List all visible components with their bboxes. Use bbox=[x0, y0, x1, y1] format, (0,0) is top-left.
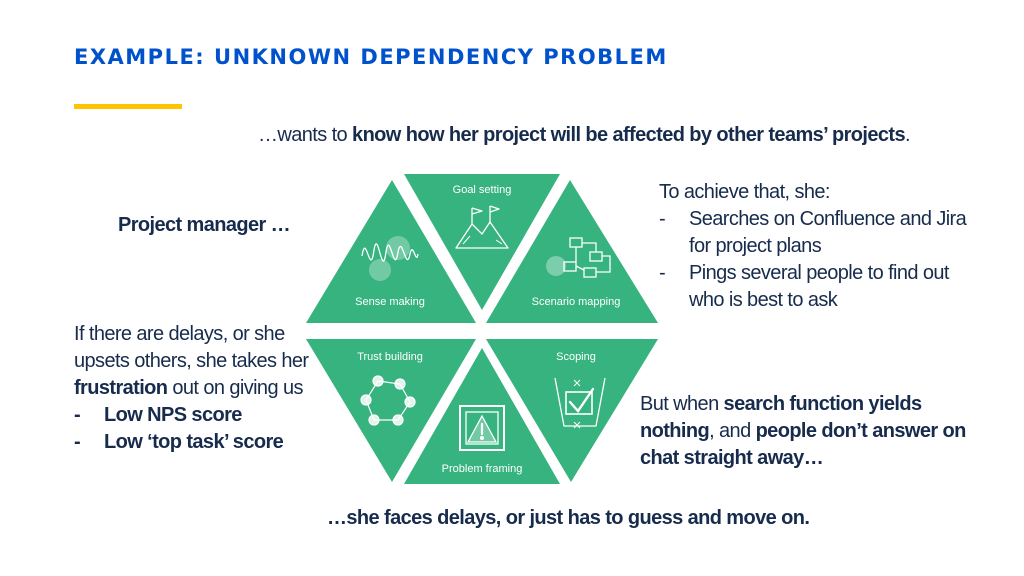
segment-label: Problem framing bbox=[442, 463, 523, 475]
segment-label: Goal setting bbox=[453, 184, 512, 196]
achieve-item: Searches on Confluence and Jira for proj… bbox=[659, 206, 979, 260]
delays-line2: out on giving us bbox=[167, 377, 303, 399]
connected-circles-icon bbox=[360, 375, 416, 426]
delays-item: Low ‘top task’ score bbox=[74, 429, 314, 456]
segment-label: Scenario mapping bbox=[532, 296, 621, 308]
segment-scoping bbox=[486, 339, 658, 482]
delays-list: Low NPS score Low ‘top task’ score bbox=[74, 402, 314, 456]
top-statement: …wants to know how her project will be a… bbox=[258, 122, 911, 149]
bottom-statement: …she faces delays, or just has to guess … bbox=[327, 507, 810, 529]
segment-label: Scoping bbox=[556, 351, 596, 363]
top-statement-pre: …wants to bbox=[258, 124, 353, 146]
squiggle-icon bbox=[361, 236, 419, 281]
segment-goal-setting bbox=[404, 174, 560, 310]
but-when-pre: But when bbox=[640, 393, 724, 415]
delays-item: Low NPS score bbox=[74, 402, 314, 429]
title-accent-bar bbox=[74, 104, 182, 109]
mountain-flags-icon bbox=[455, 205, 509, 249]
but-when-mid: , and bbox=[709, 420, 756, 442]
checkbox-tick-icon bbox=[554, 377, 606, 429]
flowchart-icon bbox=[546, 237, 611, 278]
process-hexagon: Goal setting Scenario mapping Scoping Pr… bbox=[306, 174, 658, 484]
but-when-bold1: search function yields nothing bbox=[640, 393, 922, 442]
delays-block: If there are delays, or she upsets other… bbox=[74, 321, 314, 456]
achieve-item: Pings several people to find out who is … bbox=[659, 260, 979, 314]
delays-line1: If there are delays, or she upsets other… bbox=[74, 323, 309, 372]
top-statement-post: . bbox=[904, 124, 911, 146]
achieve-list: Searches on Confluence and Jira for proj… bbox=[659, 206, 979, 314]
top-statement-bold: know how her project will be affected by… bbox=[352, 124, 906, 146]
project-manager-label: Project manager … bbox=[118, 214, 291, 236]
but-when-bold2: people don’t answer on chat straight awa… bbox=[640, 420, 966, 469]
slide-title: EXAMPLE: UNKNOWN DEPENDENCY PROBLEM bbox=[74, 45, 668, 69]
segment-label: Sense making bbox=[355, 296, 425, 308]
achieve-block: To achieve that, she: Searches on Conflu… bbox=[659, 179, 979, 314]
warning-frame-icon bbox=[459, 405, 505, 451]
but-when-block: But when search function yields nothing,… bbox=[640, 391, 970, 472]
segment-scenario-mapping bbox=[486, 180, 658, 323]
delays-text: If there are delays, or she upsets other… bbox=[74, 321, 314, 402]
delays-bold: frustration bbox=[74, 377, 168, 399]
segment-label: Trust building bbox=[357, 351, 423, 363]
achieve-intro: To achieve that, she: bbox=[659, 181, 830, 203]
segment-trust-building bbox=[306, 339, 476, 482]
